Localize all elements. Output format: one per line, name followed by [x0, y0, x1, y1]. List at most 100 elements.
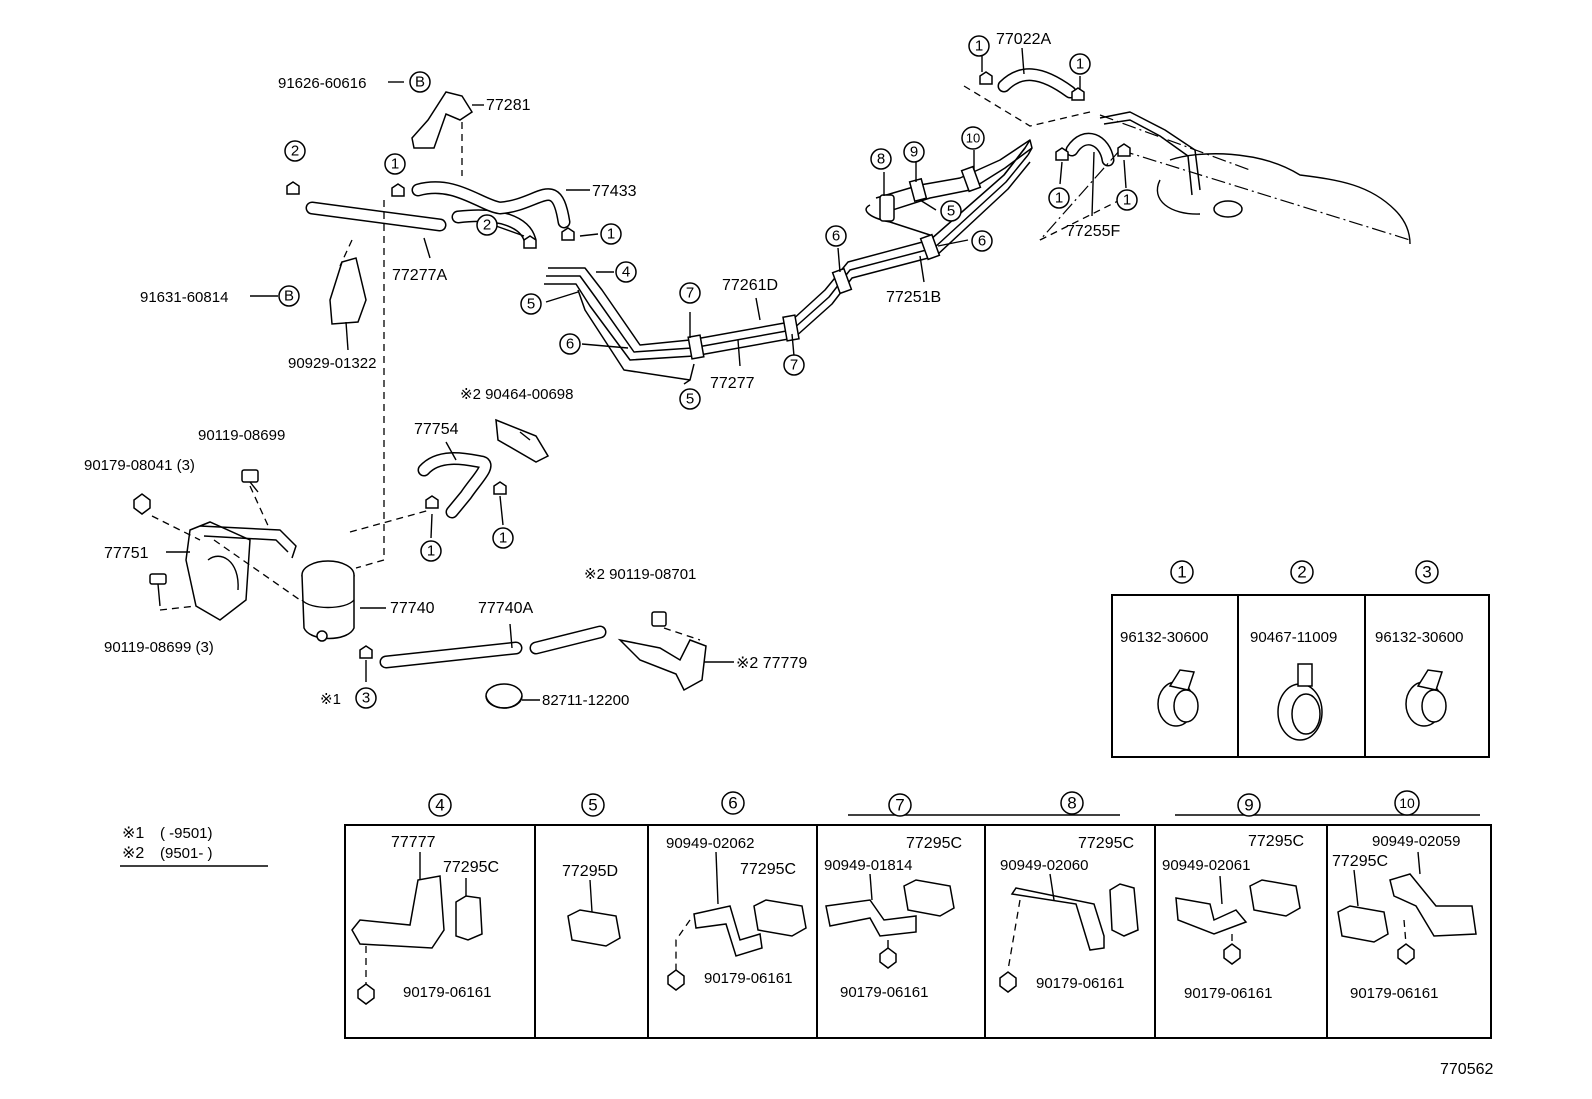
ref-circle: 5	[679, 388, 701, 410]
clamp-table: 1 2 3 96132-30600 90467-11009 96132-3060…	[1111, 560, 1490, 758]
detail-9-part-a: 90949-02061	[1162, 857, 1250, 874]
callout-77740A: 77740A	[478, 600, 533, 617]
bracket-77751	[185, 521, 297, 621]
detail-4-part-b: 77295C	[443, 859, 499, 876]
note-2-text: (9501- )	[160, 845, 213, 862]
callout-91626-60616: 91626-60616	[278, 75, 366, 92]
svg-text:1: 1	[391, 156, 399, 173]
nut-90179-08041	[133, 493, 151, 515]
svg-text:8: 8	[877, 151, 885, 168]
detail-header: 10	[1394, 790, 1420, 816]
detail-8-part-a: 90949-02060	[1000, 857, 1088, 874]
detail-10-part-b: 77295C	[1332, 853, 1388, 870]
svg-text:2: 2	[1297, 563, 1306, 582]
bracket-77779	[617, 611, 707, 692]
clamp-table-header: 2	[1290, 560, 1314, 584]
ref-circle: 8	[870, 148, 892, 170]
svg-text:5: 5	[588, 796, 597, 815]
svg-text:10: 10	[1399, 795, 1415, 811]
svg-text:6: 6	[978, 233, 986, 250]
detail-7-part-b: 77295C	[906, 835, 962, 852]
ref-circle: 5	[940, 200, 962, 222]
svg-text:1: 1	[427, 543, 435, 560]
callout-90929-01322: 90929-01322	[288, 355, 376, 372]
ref-circle: 1	[420, 540, 442, 562]
svg-text:8: 8	[1067, 794, 1076, 813]
ref-circle: 6	[971, 230, 993, 252]
svg-text:1: 1	[499, 530, 507, 547]
svg-text:7: 7	[686, 285, 694, 302]
detail-10-part-a: 90949-02059	[1372, 833, 1460, 850]
bracket-77281	[411, 91, 474, 149]
svg-text:9: 9	[1244, 796, 1253, 815]
svg-text:5: 5	[527, 296, 535, 313]
callout-77751: 77751	[104, 545, 149, 562]
callout-77261D: 77261D	[722, 277, 778, 294]
detail-4-part-c: 90179-06161	[403, 984, 491, 1001]
svg-text:6: 6	[566, 336, 574, 353]
ref-circle: 5	[520, 293, 542, 315]
notes: ※1 ( -9501) ※2 (9501- )	[120, 825, 268, 867]
svg-text:10: 10	[966, 131, 980, 146]
svg-text:1: 1	[1123, 192, 1131, 209]
detail-8-part-b: 77295C	[1078, 835, 1134, 852]
dashed-leaders	[151, 85, 1121, 641]
callout-91631-60814: 91631-60814	[140, 289, 228, 306]
svg-text:2: 2	[291, 143, 299, 160]
callout-77277: 77277	[710, 375, 755, 392]
clamp-part-2: 90467-11009	[1250, 629, 1337, 646]
callout-77022A: 77022A	[996, 31, 1051, 48]
svg-text:7: 7	[790, 357, 798, 374]
detail-10-part-c: 90179-06161	[1350, 985, 1438, 1002]
clamp-table-header: 3	[1415, 560, 1439, 584]
bolt-90119-08699	[241, 469, 259, 493]
detail-6-part-c: 90179-06161	[704, 970, 792, 987]
detail-header: 5	[581, 793, 605, 817]
callout-77255F: 77255F	[1066, 223, 1120, 240]
detail-6-part-a: 90949-02062	[666, 835, 754, 852]
part-callouts: 91626-60616 77281 7 7 4 3 3 77277A 91631-608…	[84, 31, 1493, 1078]
callout-77281: 77281	[486, 97, 531, 114]
bracket-90929	[329, 257, 367, 325]
svg-text:1: 1	[607, 226, 615, 243]
detail-7-part-c: 90179-06161	[840, 984, 928, 1001]
ref-circle: 6	[825, 225, 847, 247]
detail-5-part-a: 77295D	[562, 863, 618, 880]
clamp-drawing	[1157, 669, 1199, 727]
callout-77277A: 77277A	[392, 267, 447, 284]
callout-77251B: 77251B	[886, 289, 941, 306]
ref-circle: 7	[679, 282, 701, 304]
ref-circle: 9	[903, 141, 925, 163]
detail-header: 8	[1060, 791, 1084, 815]
bolt-90119-08699-3	[149, 573, 167, 607]
reference-circles: 2 1 2 1 4 5 6 5 7 7 6 8 9 10 5 6 1 1 1 1…	[284, 35, 1138, 709]
ref-circle: 1	[492, 527, 514, 549]
svg-text:6: 6	[832, 228, 840, 245]
svg-text:6: 6	[728, 794, 737, 813]
detail-4-part-a: 77777	[391, 834, 436, 851]
hoses	[305, 68, 1115, 669]
b-marker-label: B	[415, 74, 425, 91]
fuel-tank-outline	[1039, 114, 1411, 245]
detail-header: 4	[428, 793, 452, 817]
detail-6-part-b: 77295C	[740, 861, 796, 878]
clamp-drawing	[1277, 663, 1323, 741]
detail-header: 7	[888, 793, 912, 817]
leader-lines	[166, 47, 1127, 701]
ref-circle: 10	[961, 126, 985, 150]
ref-circle: 1	[968, 35, 990, 57]
clamp-part-3: 96132-30600	[1375, 629, 1463, 646]
detail-header: 9	[1237, 793, 1261, 817]
clip-90464	[495, 418, 550, 463]
callout-90119-08699-3: 90119-08699 (3)	[104, 639, 214, 656]
callout-77779: ※2 77779	[736, 655, 807, 672]
svg-text:1: 1	[1177, 563, 1186, 582]
clamp-drawing	[1405, 669, 1447, 727]
svg-text:3: 3	[362, 690, 370, 707]
ref-circle: 1	[600, 223, 622, 245]
clamp-82711	[485, 683, 523, 709]
ref-circle: 1	[1048, 187, 1070, 209]
svg-text:1: 1	[975, 38, 983, 55]
callout-90179-08041: 90179-08041 (3)	[84, 457, 195, 474]
